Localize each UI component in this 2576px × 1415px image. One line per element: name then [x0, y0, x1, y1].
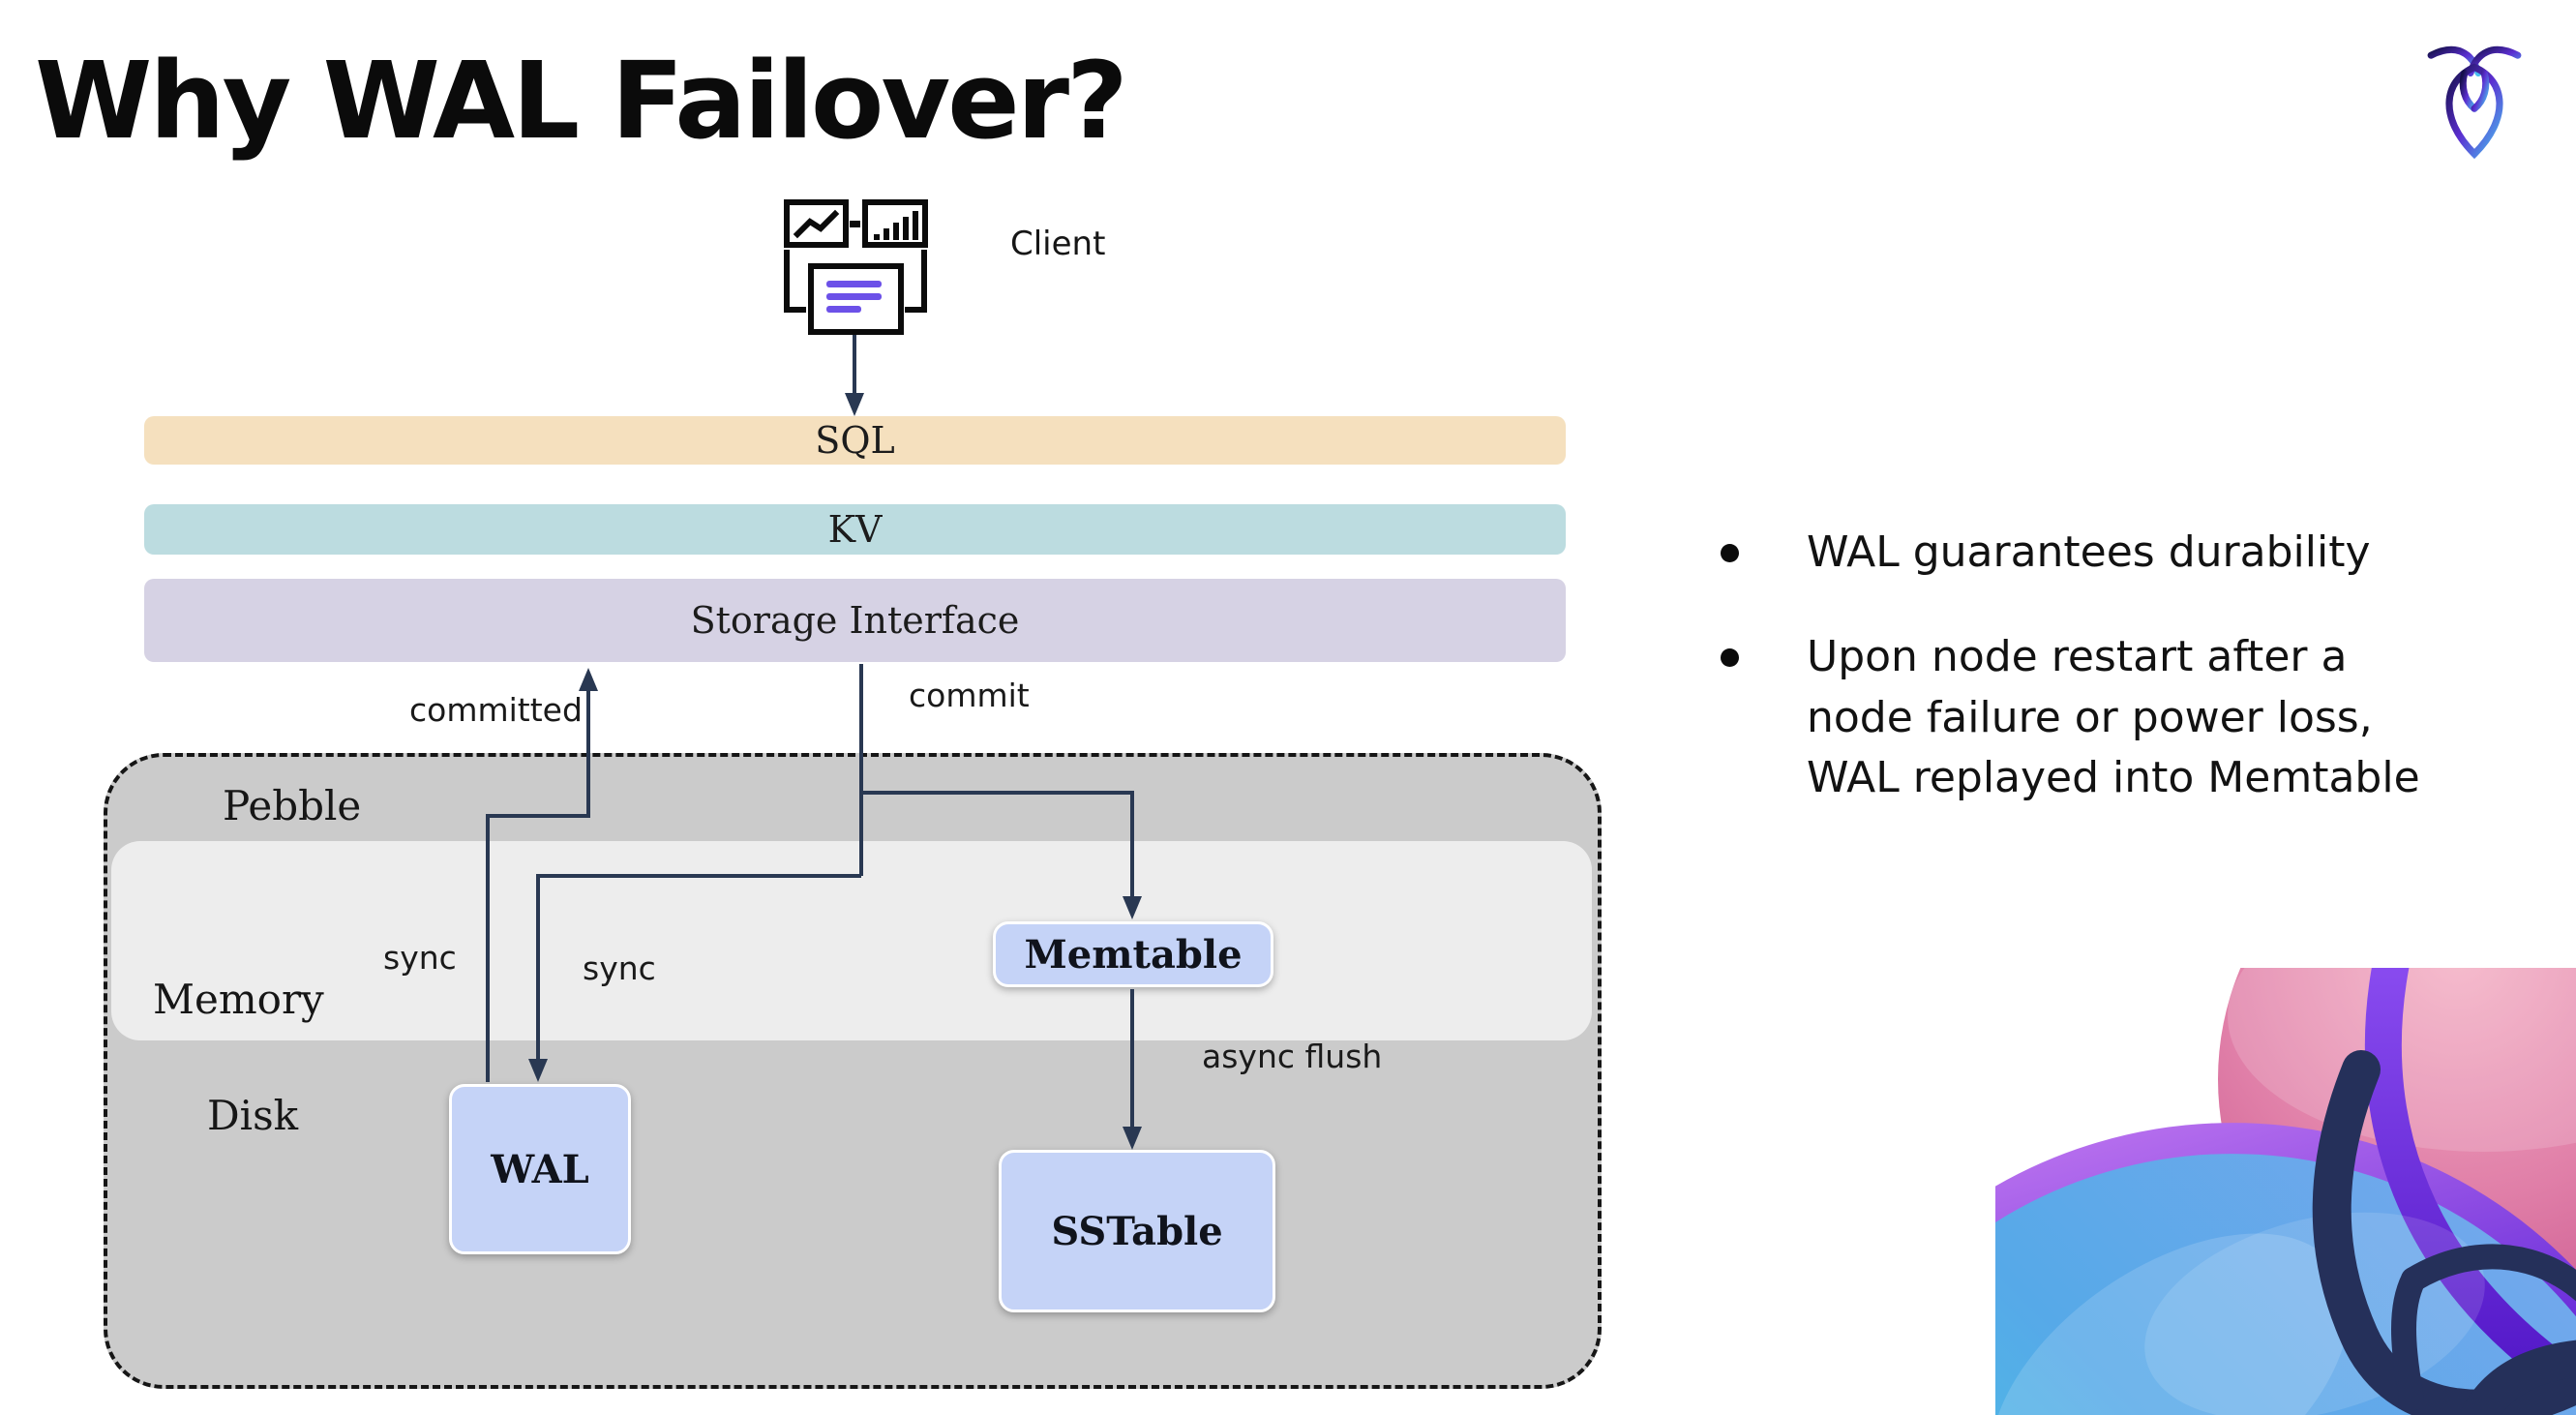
label-commit: commit — [909, 677, 1030, 714]
label-async-flush: async flush — [1202, 1038, 1383, 1075]
page-title: Why WAL Failover? — [35, 39, 1128, 163]
dash-icon — [850, 221, 860, 227]
layer-bar-storage-interface: Storage Interface — [144, 579, 1566, 662]
layer-bar-kv-label: KV — [827, 508, 883, 551]
label-committed: committed — [409, 691, 583, 729]
sstable-box-label: SSTable — [1051, 1208, 1223, 1254]
memory-label: Memory — [153, 976, 324, 1023]
document-icon — [784, 250, 927, 335]
cockroachdb-brand-art — [1810, 794, 2576, 1415]
pebble-label: Pebble — [223, 782, 362, 829]
layer-bar-sql-label: SQL — [815, 419, 895, 462]
bullet-list: WAL guarantees durability Upon node rest… — [1721, 523, 2495, 854]
label-sync-left: sync — [383, 939, 457, 977]
memory-band — [111, 841, 1592, 1040]
bullet-item: WAL guarantees durability — [1721, 523, 2495, 583]
wal-box: WAL — [449, 1084, 631, 1254]
chart-line-icon — [784, 199, 849, 248]
layer-bar-sql: SQL — [144, 416, 1566, 465]
bullet-dot-icon — [1721, 648, 1739, 668]
label-sync-right: sync — [583, 949, 656, 987]
chart-bar-icon — [862, 199, 928, 248]
client-terminal-icon — [782, 197, 929, 339]
bullet-text: Upon node restart after a node failure o… — [1807, 632, 2420, 803]
sstable-box: SSTable — [999, 1150, 1275, 1312]
bullet-dot-icon — [1721, 544, 1739, 562]
arrowhead-up-storage — [579, 668, 598, 691]
disk-label: Disk — [207, 1092, 299, 1139]
cockroachdb-logo-icon — [2423, 39, 2526, 161]
bullet-text: WAL guarantees durability — [1807, 527, 2371, 577]
memtable-box: Memtable — [993, 921, 1273, 987]
arrowhead-down-sql — [845, 393, 864, 416]
layer-bar-kv: KV — [144, 504, 1566, 555]
layer-bar-storage-label: Storage Interface — [690, 599, 1020, 642]
bullet-item: Upon node restart after a node failure o… — [1721, 627, 2495, 808]
wal-box-label: WAL — [491, 1146, 589, 1192]
memtable-box-label: Memtable — [1024, 931, 1243, 978]
client-label: Client — [1010, 225, 1106, 263]
